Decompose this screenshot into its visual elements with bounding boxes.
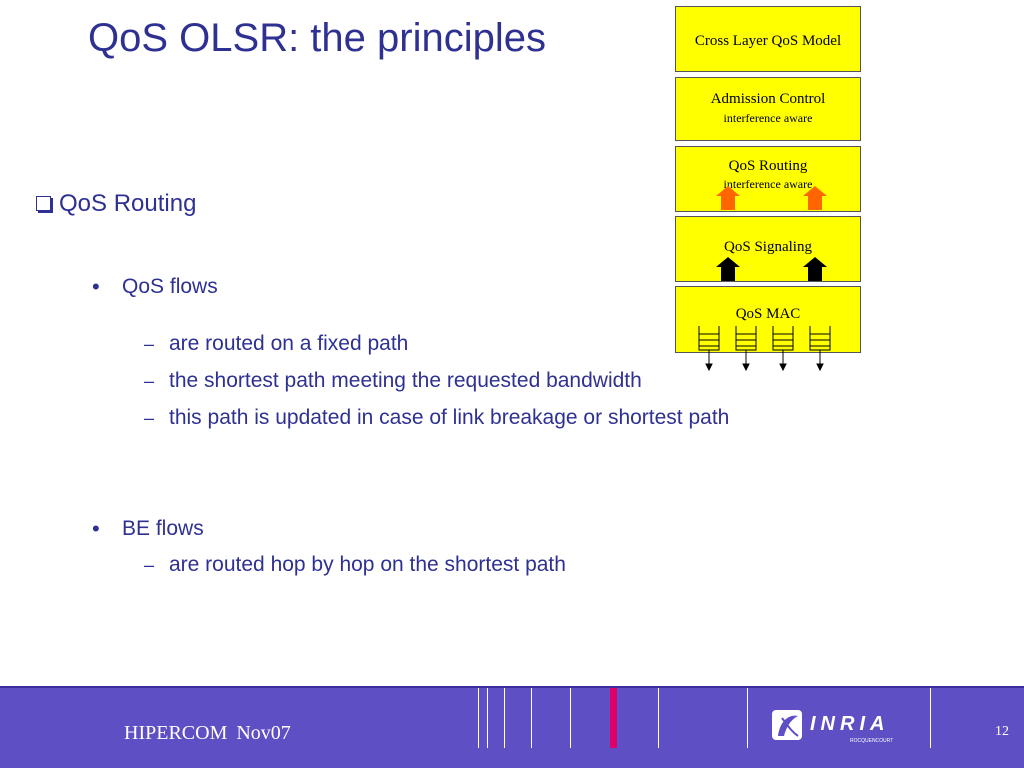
layer-title: QoS MAC bbox=[735, 306, 801, 322]
bullet-text: QoS flows bbox=[122, 275, 218, 298]
footer-divider bbox=[930, 688, 931, 748]
inria-logo-icon: INRIA ROCQUENCOURT bbox=[772, 710, 893, 744]
footer-divider bbox=[570, 688, 571, 748]
footer-bar: HIPERCOM Nov07 INRIA ROCQUENCOURT 12 bbox=[0, 686, 1024, 768]
layer-box-cross-layer: Cross Layer QoS Model bbox=[675, 6, 861, 72]
footer-divider bbox=[531, 688, 532, 748]
layer-box-qos-routing: QoS Routing interference aware bbox=[675, 146, 861, 212]
layer-box-qos-signaling: QoS Signaling bbox=[675, 216, 861, 282]
layer-title: Cross Layer QoS Model bbox=[694, 33, 842, 49]
logo-subtext: ROCQUENCOURT bbox=[850, 738, 893, 744]
checkbox-bullet-icon bbox=[36, 195, 51, 211]
bullet-text: BE flows bbox=[122, 517, 204, 540]
footer-divider bbox=[747, 688, 748, 748]
page-number: 12 bbox=[995, 724, 1009, 739]
footer-divider bbox=[504, 688, 505, 748]
dash-icon: – bbox=[144, 407, 155, 428]
section-heading-text: QoS Routing bbox=[59, 190, 197, 217]
footer-accent-bar bbox=[610, 688, 617, 748]
footer-label: HIPERCOM Nov07 bbox=[124, 722, 291, 744]
section-heading: QoS Routing bbox=[36, 190, 196, 218]
layer-subtitle: interference aware bbox=[723, 111, 813, 125]
bullet-item: • BE flows bbox=[92, 516, 204, 542]
dash-icon: – bbox=[144, 333, 155, 354]
footer-divider bbox=[478, 688, 479, 748]
layer-box-qos-mac: QoS MAC bbox=[675, 286, 861, 353]
dash-icon: – bbox=[144, 370, 155, 391]
sub-item-text: the shortest path meeting the requested … bbox=[169, 369, 642, 392]
footer-divider bbox=[658, 688, 659, 748]
layer-title: Admission Control bbox=[710, 91, 826, 107]
layer-subtitle: interference aware bbox=[723, 177, 813, 191]
layer-box-admission-control: Admission Control interference aware bbox=[675, 77, 861, 141]
bullet-dot-icon: • bbox=[92, 274, 100, 299]
bullet-dot-icon: • bbox=[92, 516, 100, 541]
sub-item: – this path is updated in case of link b… bbox=[144, 406, 729, 430]
dash-icon: – bbox=[144, 554, 155, 575]
sub-item-text: are routed hop by hop on the shortest pa… bbox=[169, 553, 566, 576]
sub-item: – are routed on a fixed path bbox=[144, 332, 408, 356]
inria-logo: INRIA ROCQUENCOURT bbox=[770, 706, 920, 746]
layer-title: QoS Routing bbox=[728, 158, 808, 174]
sub-item: – are routed hop by hop on the shortest … bbox=[144, 553, 566, 577]
sub-item-text: this path is updated in case of link bre… bbox=[169, 406, 730, 429]
footer-divider bbox=[487, 688, 488, 748]
layer-title: QoS Signaling bbox=[724, 239, 812, 255]
sub-item: – the shortest path meeting the requeste… bbox=[144, 369, 642, 393]
bullet-item: • QoS flows bbox=[92, 274, 218, 300]
slide-title: QoS OLSR: the principles bbox=[88, 16, 546, 60]
logo-text: INRIA bbox=[810, 713, 889, 735]
sub-item-text: are routed on a fixed path bbox=[169, 332, 409, 355]
